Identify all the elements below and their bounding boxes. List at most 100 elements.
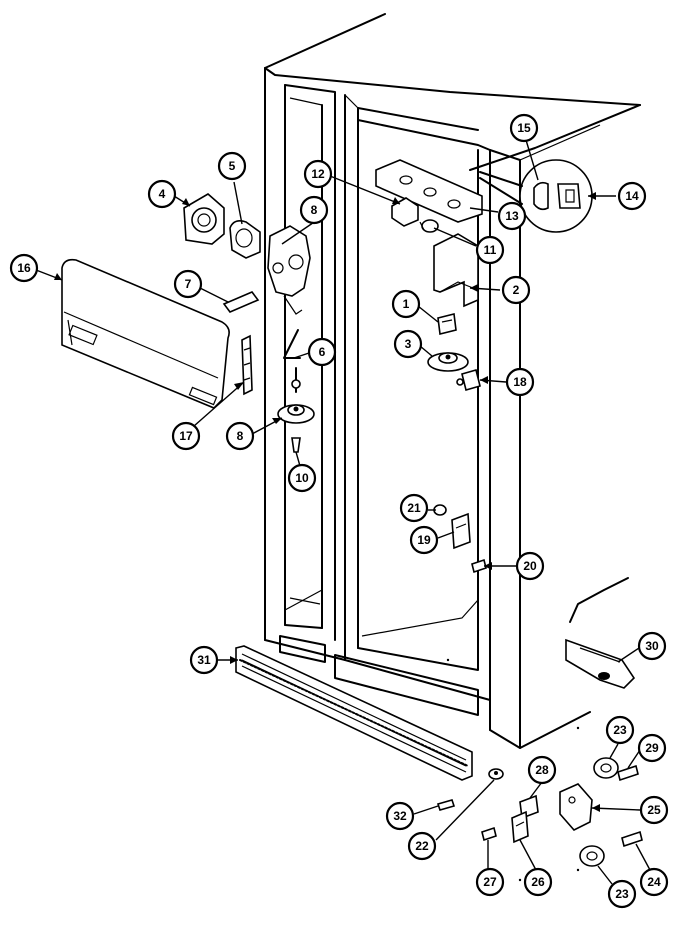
clip-part-7 xyxy=(222,291,260,313)
socket-part-12 xyxy=(391,197,419,227)
bracket-strip-part-13 xyxy=(375,159,483,223)
callout-circle xyxy=(523,867,553,897)
screw-part-27 xyxy=(481,826,497,842)
callout-1: 1 xyxy=(391,289,421,319)
callout-23-bottom: 23 xyxy=(607,879,637,909)
callout-circle xyxy=(501,275,531,305)
callout-26: 26 xyxy=(523,867,553,897)
callout-label: 21 xyxy=(407,501,421,515)
housing-part-4 xyxy=(183,193,225,245)
callout-circle xyxy=(391,289,421,319)
callout-17: 17 xyxy=(171,421,201,451)
roller-part-23-bottom xyxy=(579,845,605,867)
callout-circle xyxy=(287,463,317,493)
callout-circle xyxy=(299,195,329,225)
callout-label: 23 xyxy=(613,723,627,737)
callout-11: 11 xyxy=(475,235,505,265)
callout-label: 3 xyxy=(405,337,412,351)
callout-31: 31 xyxy=(189,645,219,675)
callout-3: 3 xyxy=(393,329,423,359)
callout-circle xyxy=(393,329,423,359)
callout-circle xyxy=(407,831,437,861)
callout-7: 7 xyxy=(173,269,203,299)
callout-24: 24 xyxy=(639,867,669,897)
callout-circle xyxy=(475,867,505,897)
panel-part-16 xyxy=(61,258,230,409)
callout-4: 4 xyxy=(147,179,177,209)
washer-part-22 xyxy=(488,768,504,780)
callout-circle xyxy=(475,235,505,265)
knob-part-8 xyxy=(277,404,315,424)
leader-lines xyxy=(35,139,651,885)
callout-18: 18 xyxy=(505,367,535,397)
callout-28: 28 xyxy=(527,755,557,785)
grille-part-31 xyxy=(235,645,473,781)
callout-circle xyxy=(497,201,527,231)
callout-label: 26 xyxy=(531,875,545,889)
callout-circle xyxy=(171,421,201,451)
screw-part-20 xyxy=(471,558,487,574)
callout-label: 16 xyxy=(17,261,31,275)
callout-25: 25 xyxy=(639,795,669,825)
callout-circle xyxy=(605,715,635,745)
callout-19: 19 xyxy=(409,525,439,555)
callout-2: 2 xyxy=(501,275,531,305)
callout-16: 16 xyxy=(9,253,39,283)
callout-21: 21 xyxy=(399,493,429,523)
callout-circle xyxy=(639,867,669,897)
callout-circle xyxy=(639,795,669,825)
callout-circle xyxy=(173,269,203,299)
callout-label: 30 xyxy=(645,639,659,653)
callout-15: 15 xyxy=(509,113,539,143)
callout-23-top: 23 xyxy=(605,715,635,745)
callout-5: 5 xyxy=(217,151,247,181)
arrowheads xyxy=(54,192,600,812)
shaft-part-6 xyxy=(283,329,301,393)
callout-label: 11 xyxy=(484,243,497,257)
callout-circle xyxy=(527,755,557,785)
pin-part-29 xyxy=(617,764,639,782)
bracket-part-26 xyxy=(511,810,529,844)
damper-part-3 xyxy=(427,352,469,372)
callout-label: 24 xyxy=(647,875,661,889)
callout-label: 1 xyxy=(403,297,410,311)
callout-29: 29 xyxy=(637,733,667,763)
callout-27: 27 xyxy=(475,867,505,897)
callout-13: 13 xyxy=(497,201,527,231)
callout-label: 6 xyxy=(319,345,326,359)
inset-magnifier xyxy=(479,159,593,233)
socket-part-5 xyxy=(229,220,261,259)
callout-label: 18 xyxy=(513,375,527,389)
callout-8-bottom: 8 xyxy=(225,421,255,451)
screw-part-10 xyxy=(291,437,301,453)
switch-part-1 xyxy=(437,313,457,335)
bulb-part-11 xyxy=(419,219,439,233)
callout-circle xyxy=(505,367,535,397)
callout-label: 20 xyxy=(523,559,537,573)
callout-circle xyxy=(217,151,247,181)
callout-label: 28 xyxy=(535,763,549,777)
callout-circle xyxy=(617,181,647,211)
callout-10: 10 xyxy=(287,463,317,493)
callout-circle xyxy=(637,733,667,763)
callout-circle xyxy=(303,159,333,189)
callout-label: 4 xyxy=(159,187,166,201)
callout-label: 32 xyxy=(393,809,407,823)
callout-label: 13 xyxy=(505,209,519,223)
callout-circle xyxy=(509,113,539,143)
callout-circle xyxy=(515,551,545,581)
callout-8-top: 8 xyxy=(299,195,329,225)
bracket-part-19 xyxy=(451,512,471,550)
callout-30: 30 xyxy=(637,631,667,661)
callout-label: 31 xyxy=(197,653,211,667)
callout-circle xyxy=(147,179,177,209)
callout-22: 22 xyxy=(407,831,437,861)
pin-part-24 xyxy=(621,830,643,848)
thermostat-housing-part-8 xyxy=(267,225,311,315)
callout-circle xyxy=(385,801,415,831)
callout-label: 29 xyxy=(645,741,659,755)
callout-circle xyxy=(607,879,637,909)
callout-circle xyxy=(9,253,39,283)
